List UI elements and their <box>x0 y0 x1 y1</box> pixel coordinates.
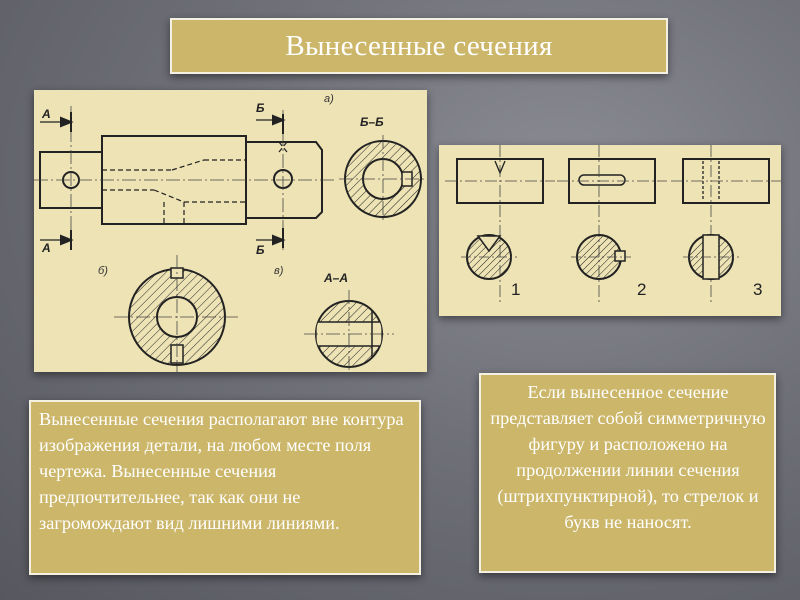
drawing-panel-right: 1 2 3 <box>439 145 781 316</box>
left-text: Вынесенные сечения располагают вне конту… <box>39 409 404 533</box>
marker-a-bottom: А <box>41 241 51 255</box>
view-aa-label: А–А <box>323 271 348 285</box>
fig-2-label: 2 <box>637 280 646 299</box>
drawing-panel-left: А А Б Б Б–Б А–А а) б) в) <box>34 90 427 372</box>
sections-examples-drawing: 1 2 3 <box>445 145 781 305</box>
label-v-section: в) <box>274 265 284 277</box>
fig-3-label: 3 <box>753 280 762 299</box>
fig-1-label: 1 <box>511 280 520 299</box>
section-b <box>114 255 239 372</box>
section-aa <box>304 290 394 372</box>
marker-b-bottom: Б <box>256 243 265 257</box>
slide-title-box: Вынесенные сечения <box>170 18 668 74</box>
marker-b-top: Б <box>256 101 265 115</box>
example-1 <box>445 145 555 305</box>
label-a-section: а) <box>324 93 334 105</box>
example-3 <box>671 145 781 305</box>
view-bb-label: Б–Б <box>360 115 384 129</box>
marker-a-top: А <box>41 107 51 121</box>
shaft-drawing: А А Б Б Б–Б А–А а) б) в) <box>34 93 427 372</box>
shaft-body <box>101 135 323 225</box>
slide-title: Вынесенные сечения <box>285 29 553 62</box>
section-bb <box>339 135 427 223</box>
label-b-section: б) <box>98 265 108 277</box>
right-text: Если вынесенное сечение представляет соб… <box>490 382 766 532</box>
left-text-box: Вынесенные сечения располагают вне конту… <box>29 400 421 575</box>
example-2 <box>557 145 667 305</box>
right-text-box: Если вынесенное сечение представляет соб… <box>479 373 776 573</box>
